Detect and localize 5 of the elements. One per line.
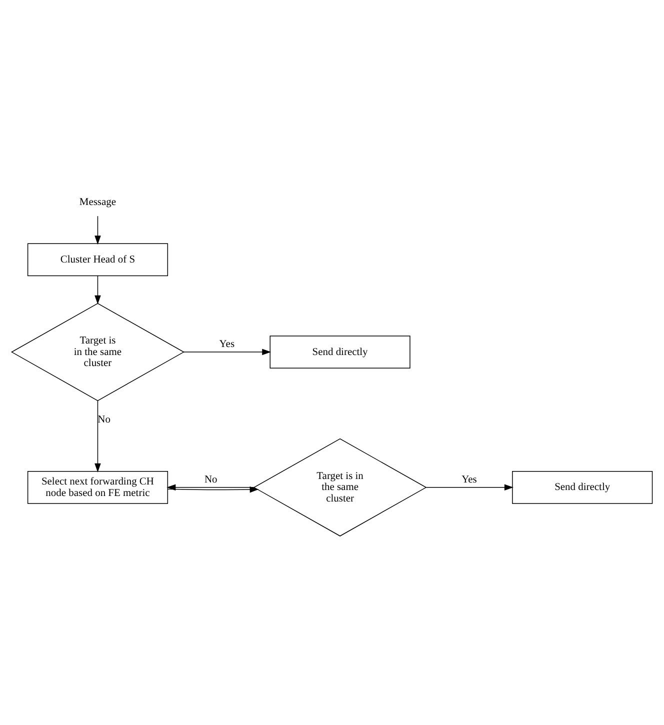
node-text: Message — [79, 197, 116, 208]
edge-label: No — [204, 474, 218, 486]
edge-label: Yes — [462, 474, 477, 486]
edge-label: Yes — [219, 338, 235, 350]
edge-label: No — [98, 414, 110, 426]
